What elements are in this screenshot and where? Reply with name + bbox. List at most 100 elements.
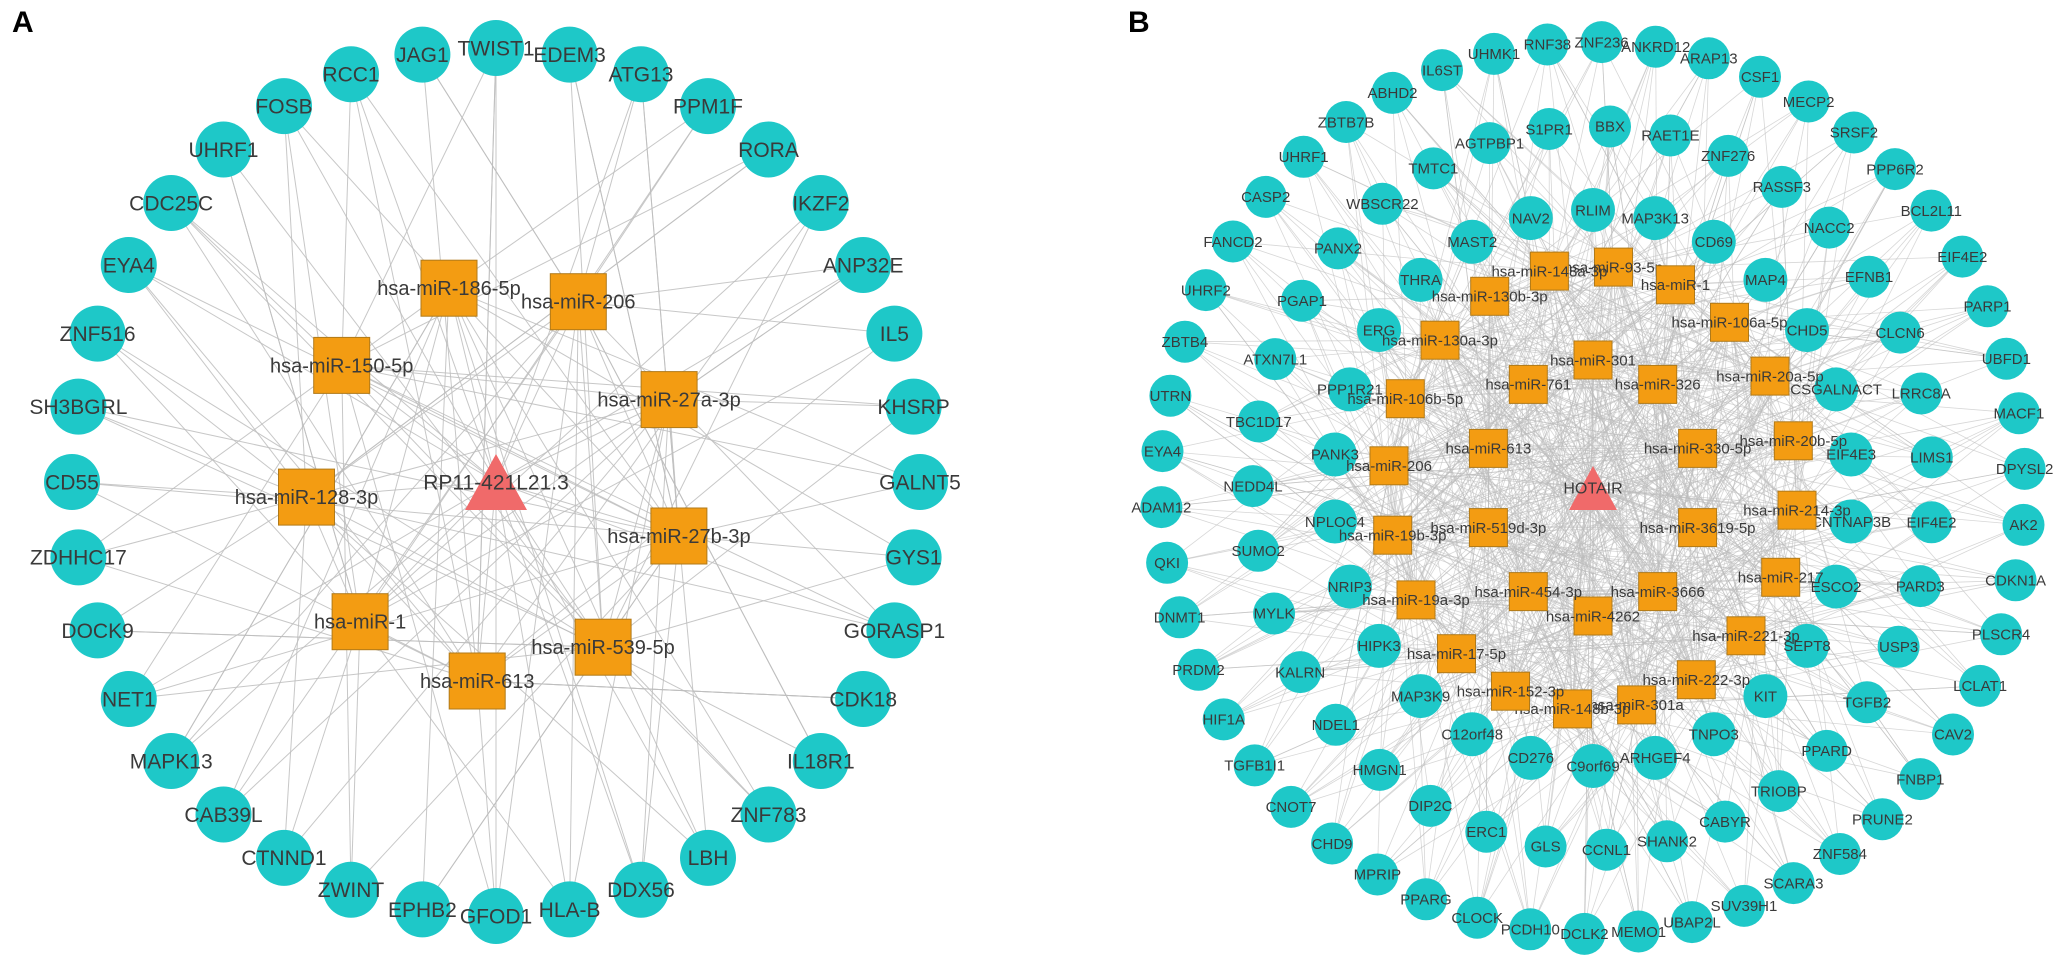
mirna-node-hsa-mir-761[interactable]: hsa-miR-761 [1485, 364, 1571, 404]
gene-node-ppm1f[interactable]: PPM1F [673, 78, 743, 135]
gene-node-dclk2[interactable]: DCLK2 [1560, 912, 1609, 955]
mirna-node-hsa-mir-19b-3p[interactable]: hsa-miR-19b-3p [1339, 515, 1447, 555]
gene-node-eya4[interactable]: EYA4 [100, 237, 157, 293]
gene-node-kit[interactable]: KIT [1743, 674, 1788, 719]
gene-node-erc1[interactable]: ERC1 [1465, 810, 1508, 853]
gene-node-lclat1[interactable]: LCLAT1 [1953, 664, 2007, 707]
mirna-node-hsa-mir-301a[interactable]: hsa-miR-301a [1589, 685, 1684, 725]
gene-node-cd55[interactable]: CD55 [44, 454, 100, 510]
gene-node-eif4e2[interactable]: EIF4E2 [1937, 235, 1987, 278]
gene-node-ubap2l[interactable]: UBAP2L [1663, 901, 1721, 944]
gene-node-panx2[interactable]: PANX2 [1314, 227, 1362, 270]
mirna-node-hsa-mir-214-3p[interactable]: hsa-miR-214-3p [1743, 490, 1851, 530]
gene-node-rlim[interactable]: RLIM [1571, 188, 1615, 232]
gene-node-pank3[interactable]: PANK3 [1311, 432, 1359, 477]
gene-node-dip2c[interactable]: DIP2C [1408, 784, 1453, 827]
gene-node-zbtb4[interactable]: ZBTB4 [1162, 320, 1209, 363]
gene-node-macf1[interactable]: MACF1 [1993, 392, 2044, 435]
gene-node-triobp[interactable]: TRIOBP [1751, 770, 1807, 813]
gene-node-mecp2[interactable]: MECP2 [1783, 80, 1835, 123]
mirna-node-hsa-mir-613[interactable]: hsa-miR-613 [420, 652, 534, 710]
mirna-node-hsa-mir-17-5p[interactable]: hsa-miR-17-5p [1407, 634, 1506, 674]
gene-node-adam12[interactable]: ADAM12 [1131, 486, 1191, 529]
gene-node-nedd4l[interactable]: NEDD4L [1223, 465, 1283, 508]
gene-node-nacc2[interactable]: NACC2 [1804, 206, 1855, 249]
gene-node-gorasp1[interactable]: GORASP1 [844, 602, 946, 659]
mirna-node-hsa-mir-93-5p[interactable]: hsa-miR-93-5p [1564, 247, 1663, 287]
mirna-node-hsa-mir-206[interactable]: hsa-miR-206 [521, 273, 636, 331]
gene-node-c12orf48[interactable]: C12orf48 [1441, 712, 1503, 757]
gene-node-znf516[interactable]: ZNF516 [60, 305, 136, 362]
gene-node-galnt5[interactable]: GALNT5 [879, 454, 961, 510]
gene-node-ppard[interactable]: PPARD [1801, 729, 1852, 772]
gene-node-scara3[interactable]: SCARA3 [1763, 862, 1824, 905]
gene-node-sh3bgrl[interactable]: SH3BGRL [29, 378, 127, 435]
gene-node-hmgn1[interactable]: HMGN1 [1353, 748, 1407, 791]
gene-node-parp1[interactable]: PARP1 [1963, 285, 2012, 328]
gene-node-erg[interactable]: ERG [1357, 308, 1401, 353]
gene-node-nav2[interactable]: NAV2 [1508, 196, 1553, 241]
gene-node-fancd2[interactable]: FANCD2 [1203, 220, 1263, 263]
mirna-node-hsa-mir-519d-3p[interactable]: hsa-miR-519d-3p [1430, 508, 1546, 548]
gene-node-hipk3[interactable]: HIPK3 [1357, 623, 1401, 668]
mirna-node-hsa-mir-217[interactable]: hsa-miR-217 [1738, 557, 1824, 597]
gene-node-hla-b[interactable]: HLA-B [539, 881, 601, 938]
gene-node-efnb1[interactable]: EFNB1 [1845, 255, 1893, 298]
gene-node-memo1[interactable]: MEMO1 [1611, 910, 1666, 953]
gene-node-ephb2[interactable]: EPHB2 [388, 881, 457, 938]
gene-node-mapk13[interactable]: MAPK13 [130, 733, 213, 789]
gene-node-ccnl1[interactable]: CCNL1 [1582, 828, 1631, 871]
gene-node-uhrf1[interactable]: UHRF1 [188, 121, 259, 178]
gene-node-ubfd1[interactable]: UBFD1 [1982, 337, 2031, 380]
gene-node-pard3[interactable]: PARD3 [1896, 565, 1945, 608]
gene-node-twist1[interactable]: TWIST1 [458, 20, 535, 76]
mirna-node-hsa-mir-539-5p[interactable]: hsa-miR-539-5p [531, 618, 675, 676]
gene-node-dnmt1[interactable]: DNMT1 [1154, 596, 1206, 639]
gene-node-znf276[interactable]: ZNF276 [1701, 134, 1755, 177]
gene-node-ctnnd1[interactable]: CTNND1 [241, 829, 327, 886]
gene-node-atg13[interactable]: ATG13 [609, 46, 674, 103]
mirna-node-hsa-mir-1[interactable]: hsa-miR-1 [314, 593, 406, 651]
gene-node-rnf38[interactable]: RNF38 [1524, 23, 1572, 66]
mirna-node-hsa-mir-20a-5p[interactable]: hsa-miR-20a-5p [1716, 356, 1824, 396]
gene-node-suv39h1[interactable]: SUV39H1 [1711, 884, 1778, 927]
mirna-node-hsa-mir-106a-5p[interactable]: hsa-miR-106a-5p [1672, 302, 1788, 342]
gene-node-cdkn1a[interactable]: CDKN1A [1985, 559, 2046, 602]
gene-node-nploc4[interactable]: NPLOC4 [1305, 499, 1365, 544]
gene-node-sept8[interactable]: SEPT8 [1783, 623, 1831, 668]
gene-node-cd276[interactable]: CD276 [1507, 735, 1554, 780]
mirna-node-hsa-mir-27a-3p[interactable]: hsa-miR-27a-3p [597, 371, 741, 429]
gene-node-uhrf1[interactable]: UHRF1 [1279, 135, 1329, 178]
mirna-node-hsa-mir-301[interactable]: hsa-miR-301 [1550, 340, 1636, 380]
gene-node-chd9[interactable]: CHD9 [1311, 822, 1354, 865]
gene-node-il6st[interactable]: IL6ST [1421, 49, 1463, 92]
mirna-node-hsa-mir-152-3p[interactable]: hsa-miR-152-3p [1457, 671, 1565, 711]
gene-node-bbx[interactable]: BBX [1589, 105, 1631, 148]
gene-node-cnot7[interactable]: CNOT7 [1266, 785, 1317, 828]
gene-node-eif4e2[interactable]: EIF4E2 [1906, 501, 1957, 544]
gene-node-prune2[interactable]: PRUNE2 [1852, 798, 1913, 841]
gene-node-shank2[interactable]: SHANK2 [1637, 820, 1697, 863]
gene-node-mylk[interactable]: MYLK [1253, 592, 1296, 635]
gene-node-sumo2[interactable]: SUMO2 [1232, 529, 1285, 572]
gene-node-csf1[interactable]: CSF1 [1739, 55, 1781, 98]
gene-node-usp3[interactable]: USP3 [1877, 625, 1920, 668]
gene-node-mprip[interactable]: MPRIP [1354, 853, 1402, 896]
gene-node-hif1a[interactable]: HIF1A [1202, 698, 1245, 741]
gene-node-gys1[interactable]: GYS1 [886, 529, 942, 586]
gene-node-khsrp[interactable]: KHSRP [877, 378, 950, 435]
mirna-node-hsa-mir-148b-3p[interactable]: hsa-miR-148b-3p [1515, 689, 1631, 729]
gene-node-eif4e3[interactable]: EIF4E3 [1826, 432, 1876, 477]
gene-node-il18r1[interactable]: IL18R1 [787, 733, 855, 789]
gene-node-lbh[interactable]: LBH [680, 829, 736, 886]
mirna-node-hsa-mir-20b-5p[interactable]: hsa-miR-20b-5p [1740, 421, 1848, 461]
mirna-node-hsa-mir-613[interactable]: hsa-miR-613 [1445, 428, 1531, 468]
gene-node-map3k13[interactable]: MAP3K13 [1621, 196, 1689, 241]
mirna-node-hsa-mir-3619-5p[interactable]: hsa-miR-3619-5p [1640, 508, 1756, 548]
lncrna-node[interactable]: RP11-421L21.3 [423, 454, 569, 510]
gene-node-wbscr22[interactable]: WBSCR22 [1346, 182, 1419, 225]
lncrna-node[interactable]: HOTAIR [1563, 466, 1623, 510]
gene-node-znf584[interactable]: ZNF584 [1813, 833, 1867, 875]
gene-node-cntnap3b[interactable]: CNTNAP3B [1811, 499, 1891, 544]
gene-node-znf236[interactable]: ZNF236 [1575, 21, 1629, 64]
